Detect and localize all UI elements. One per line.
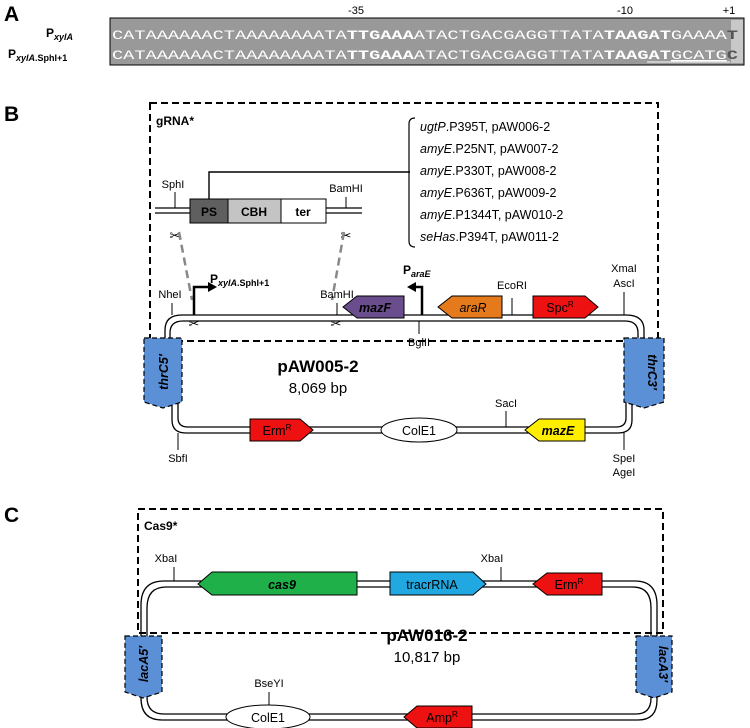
tracrrna-gene: [389, 571, 487, 596]
cassette-site-sphi: SphI: [162, 179, 185, 191]
plasmid-b-backbone: [164, 314, 645, 434]
laca5-label: lacA5′: [137, 645, 151, 682]
thrc3-label: thrC3′: [645, 354, 659, 391]
position-minus10: -10: [617, 5, 633, 17]
position-plus1: +1: [723, 5, 736, 17]
promoter-xyl-label: PxylA.SphI+1: [210, 272, 269, 288]
erm-label-c: ErmR: [555, 577, 584, 592]
site-xbai-left: XbaI: [155, 553, 178, 565]
panel-label-a: A: [4, 3, 19, 26]
maze-label: mazE: [542, 424, 575, 438]
scissors-icon: ✂: [331, 316, 342, 331]
promoter-ara-arrow: [414, 285, 424, 315]
thrc3-arm: [623, 337, 665, 409]
grna-list-item: amyE.P636T, pAW009-2: [420, 186, 556, 200]
thrc5-arm: [143, 337, 183, 409]
grna-list-item: amyE.P1344T, pAW010-2: [420, 208, 563, 222]
site-bseyi: BseYI: [254, 678, 283, 690]
sphi-site: GCATG: [671, 49, 727, 63]
list-bracket: [208, 171, 410, 199]
box-minus35: TTGAAA: [347, 29, 415, 43]
promoter-label-xyla: PxylA: [46, 26, 73, 42]
grna-list-item: amyE.P330T, pAW008-2: [420, 164, 556, 178]
grna-box-title: gRNA*: [156, 114, 194, 128]
panel-label-c: C: [4, 504, 19, 527]
grna-list: ugtP.P395T, pAW006-2 amyE.P25NT, pAW007-…: [420, 120, 563, 244]
cole1-label: ColE1: [402, 424, 436, 438]
site-xmai: XmaI: [611, 263, 637, 275]
spc-gene: [532, 295, 599, 319]
cbh-label: CBH: [241, 205, 267, 219]
ter-label: ter: [295, 205, 311, 219]
maze-gene: [524, 418, 586, 442]
mazf-label: mazF: [359, 301, 391, 315]
spc-label: SpcR: [546, 300, 574, 315]
scissors-icon: ✂: [341, 228, 352, 243]
arar-gene: [437, 295, 503, 319]
cole1-label-c: ColE1: [251, 711, 285, 725]
cas9-box-title: Cas9*: [144, 519, 178, 533]
plasmid-b-size: 8,069 bp: [289, 380, 347, 397]
amp-label: AmpR: [426, 710, 458, 725]
site-ecori: EcoRI: [497, 280, 527, 292]
grna-list-item: seHas.P394T, pAW011-2: [420, 230, 559, 244]
site-agei: AgeI: [613, 467, 636, 479]
site-xbai-right: XbaI: [481, 553, 504, 565]
cas9-label: cas9: [268, 578, 296, 592]
ter-block: [280, 198, 327, 224]
grna-dashed-box: [149, 102, 659, 342]
tss-highlight: [731, 20, 743, 63]
tracrrna-label: tracrRNA: [406, 578, 458, 592]
site-asci: AscI: [613, 278, 634, 290]
grna-list-item: amyE.P25NT, pAW007-2: [420, 142, 559, 156]
tss-base: T: [727, 29, 739, 43]
promoter-label-xyla-sphi: PxylA.SphI+1: [8, 47, 67, 63]
site-bamhi: BamHI: [320, 289, 354, 301]
site-bglii: BglII: [408, 337, 430, 349]
laca5-arm: [124, 635, 163, 699]
erm-label: ErmR: [263, 423, 292, 438]
plasmid-c-size: 10,817 bp: [394, 649, 461, 666]
scissors-icon: ✂: [170, 228, 181, 243]
ps-label: PS: [201, 205, 217, 219]
cas9-gene: [197, 571, 358, 596]
plasmid-b-name: pAW005-2: [277, 357, 358, 376]
site-sbfi: SbfI: [168, 453, 188, 465]
panel-label-b: B: [4, 103, 19, 126]
site-saci: SacI: [495, 398, 517, 410]
laca3-label: lacA3′: [656, 646, 670, 683]
cas9-dashed-box: [137, 508, 664, 634]
promoter-xyl-arrow: [192, 285, 210, 315]
thrc5-label: thrC5′: [157, 353, 171, 390]
cassette-site-bamhi: BamHI: [329, 183, 363, 195]
mazf-gene: [342, 295, 405, 319]
plasmid-c-backbone: [140, 580, 658, 721]
grna-list-item: ugtP.P395T, pAW006-2: [420, 120, 550, 134]
erm-gene: [249, 418, 314, 442]
plasmid-c-name: pAW016-2: [386, 626, 467, 645]
box-minus10: TAAGAT: [604, 29, 672, 43]
site-nhei: NheI: [158, 289, 181, 301]
laca3-arm: [635, 635, 673, 699]
cole1-origin-c: [225, 704, 311, 728]
sequence-alignment-box: [109, 17, 745, 66]
scissors-icon: ✂: [189, 316, 200, 331]
position-minus35: -35: [348, 5, 364, 17]
arar-label: araR: [459, 301, 486, 315]
erm-gene-c: [532, 572, 603, 596]
site-spei: SpeI: [613, 453, 636, 465]
promoter-ara-label: ParaE: [403, 263, 432, 279]
amp-gene: [403, 705, 473, 728]
cole1-origin: [380, 417, 458, 443]
